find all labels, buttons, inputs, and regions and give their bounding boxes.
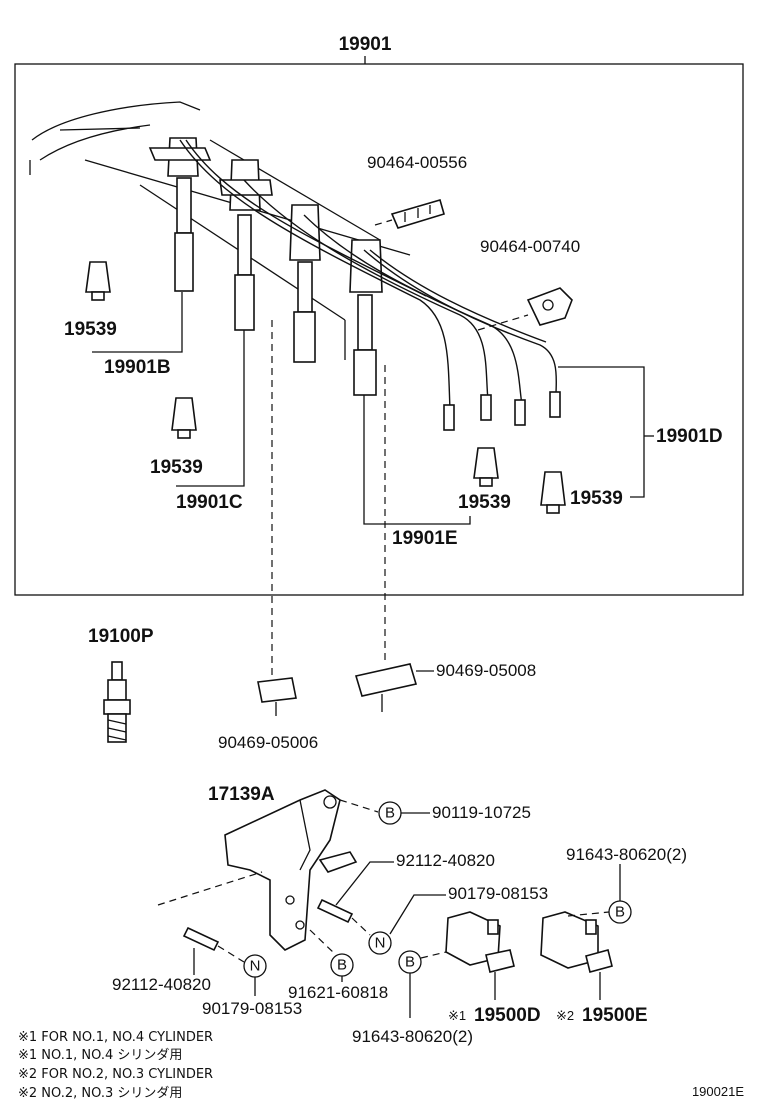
label-coil-e-mark: ※2 — [556, 1008, 574, 1023]
boot-c — [171, 397, 197, 439]
svg-text:B: B — [385, 805, 395, 822]
boot-b — [85, 261, 111, 301]
plug-cord-e2 — [349, 239, 383, 396]
plug-cord-d-ends — [443, 391, 561, 431]
label-coil-e: 19500E — [582, 1005, 648, 1026]
note-4: ※2 NO.2, NO.3 シリンダ用 — [18, 1086, 182, 1101]
svg-text:B: B — [405, 954, 415, 971]
marker-b-coil-right: B — [608, 900, 632, 924]
label-bracket: 17139A — [208, 784, 275, 805]
svg-text:B: B — [337, 957, 347, 974]
spark-plug — [103, 661, 131, 743]
note-2: ※1 NO.1, NO.4 シリンダ用 — [18, 1048, 182, 1063]
ignition-bracket — [224, 789, 358, 951]
label-bolt-top: 90119-10725 — [432, 803, 531, 822]
label-clamp-side: 90464-00740 — [480, 237, 580, 256]
label-bolt-b: 91621-60818 — [288, 983, 388, 1002]
plug-cord-b — [148, 137, 212, 292]
label-stud-right: 92112-40820 — [396, 851, 495, 870]
assembly-frame — [14, 56, 744, 596]
note-3: ※2 FOR NO.2, NO.3 CYLINDER — [18, 1067, 213, 1082]
svg-text:N: N — [250, 958, 261, 975]
figure-code: 190021E — [692, 1084, 744, 1099]
marker-n-right: N — [368, 931, 392, 955]
label-clamp-top: 90464-00556 — [367, 153, 467, 172]
marker-b-top: B — [378, 801, 402, 825]
svg-text:B: B — [615, 904, 625, 921]
wire-clamp-side — [526, 287, 573, 326]
marker-b-mid: B — [330, 953, 354, 977]
wire-clamp-top — [390, 199, 445, 229]
label-bolt-coil-left: 91643-80620(2) — [352, 1027, 473, 1046]
boot-e — [473, 447, 499, 487]
label-cord-d: 19901D — [656, 426, 723, 447]
stud-right — [316, 898, 354, 924]
label-boot-3: 19539 — [458, 492, 511, 513]
label-nut-left: 90179-08153 — [202, 999, 302, 1018]
note-1: ※1 FOR NO.1, NO.4 CYLINDER — [18, 1030, 213, 1045]
label-boot-2: 19539 — [150, 457, 203, 478]
ignition-coil-d — [445, 911, 515, 973]
label-main-assy: 19901 — [339, 34, 392, 55]
clamp-a — [257, 677, 297, 716]
stud-left — [182, 926, 220, 952]
label-coil-d: 19500D — [474, 1005, 541, 1026]
marker-n-left: N — [243, 954, 267, 978]
wire-bundle — [179, 139, 558, 411]
clamp-b — [354, 663, 418, 712]
label-clamp-b: 90469-05008 — [436, 661, 536, 680]
label-stud-left: 92112-40820 — [112, 975, 211, 994]
label-cord-b: 19901B — [104, 357, 171, 378]
label-boot-4: 19539 — [570, 488, 623, 509]
label-nut-right: 90179-08153 — [448, 884, 548, 903]
label-cord-e: 19901E — [392, 528, 458, 549]
boot-d — [540, 471, 566, 514]
ignition-coil-e — [540, 911, 613, 973]
label-boot-1: 19539 — [64, 319, 117, 340]
label-bolt-coil-right: 91643-80620(2) — [566, 845, 687, 864]
marker-b-coil-left: B — [398, 950, 422, 974]
label-clamp-a: 90469-05006 — [218, 733, 318, 752]
footnotes: ※1 FOR NO.1, NO.4 CYLINDER ※1 NO.1, NO.4… — [18, 1030, 213, 1101]
svg-text:N: N — [375, 935, 386, 952]
label-cord-c: 19901C — [176, 492, 243, 513]
label-coil-d-mark: ※1 — [448, 1008, 466, 1023]
label-spark-plug: 19100P — [88, 626, 154, 647]
